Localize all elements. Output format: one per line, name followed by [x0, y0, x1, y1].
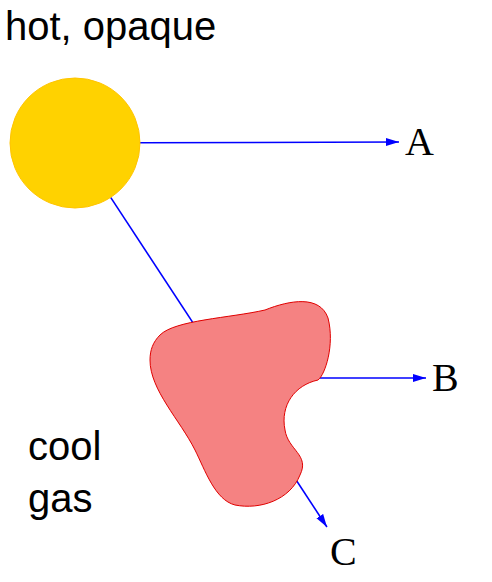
point-label: A	[405, 122, 434, 162]
light-ray-arrow	[140, 141, 399, 143]
gas-outline	[150, 295, 335, 510]
star-disc-shape	[10, 78, 140, 208]
point-label: B	[432, 358, 459, 398]
point-label: C	[330, 532, 357, 572]
hot-body: hot, opaque	[10, 78, 140, 208]
observer-label: B	[432, 358, 459, 398]
gas-outline-shape	[150, 302, 330, 507]
object-label: cool gas	[28, 420, 128, 524]
gas-cloud: cool gas	[150, 295, 335, 510]
observer-label: A	[405, 122, 434, 162]
observer-label: C	[330, 532, 357, 572]
star-disc	[10, 78, 140, 208]
light-ray-arrow	[318, 377, 426, 379]
object-label: hot, opaque	[5, 6, 135, 46]
